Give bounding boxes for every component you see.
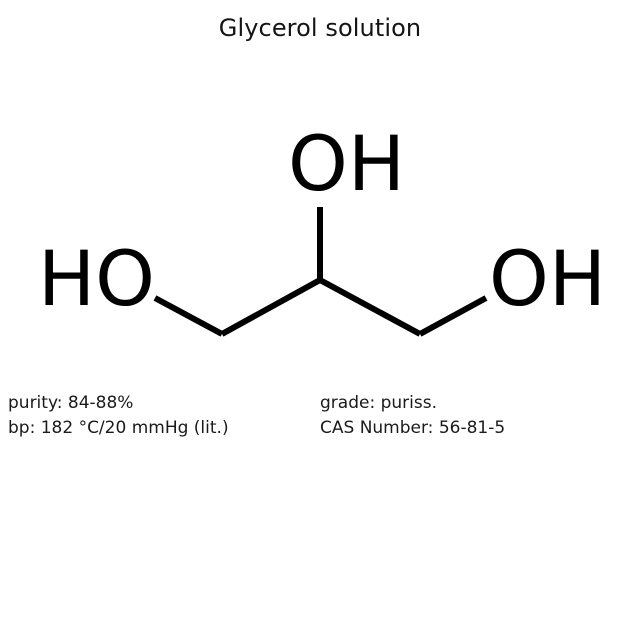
atom-label-hydroxyl-left: HO (38, 234, 155, 323)
properties-column-left: purity: 84-88% bp: 182 °C/20 mmHg (lit.) (8, 391, 229, 441)
page-title: Glycerol solution (218, 14, 422, 42)
properties-block: purity: 84-88% bp: 182 °C/20 mmHg (lit.)… (0, 391, 640, 451)
bond-carbon1-to-carbon2 (220, 277, 322, 337)
atom-label-hydroxyl-top: OH (288, 119, 405, 208)
property-purity: purity: 84-88% (8, 393, 134, 413)
chemical-structure-figure: HO OH OH (0, 100, 640, 370)
property-cas-number: CAS Number: 56-81-5 (320, 418, 506, 438)
properties-column-right: grade: puriss. CAS Number: 56-81-5 (320, 391, 505, 441)
bond-carbon2-to-carbon3 (318, 277, 422, 337)
glycerol-structure-svg: HO OH OH (38, 119, 606, 337)
property-grade: grade: puriss. (320, 393, 437, 413)
property-boiling-point: bp: 182 °C/20 mmHg (lit.) (8, 418, 229, 438)
bond-left-hydroxyl-to-carbon1 (153, 295, 224, 337)
bond-carbon3-to-right-hydroxyl (418, 295, 488, 337)
atom-label-hydroxyl-right: OH (489, 234, 606, 323)
